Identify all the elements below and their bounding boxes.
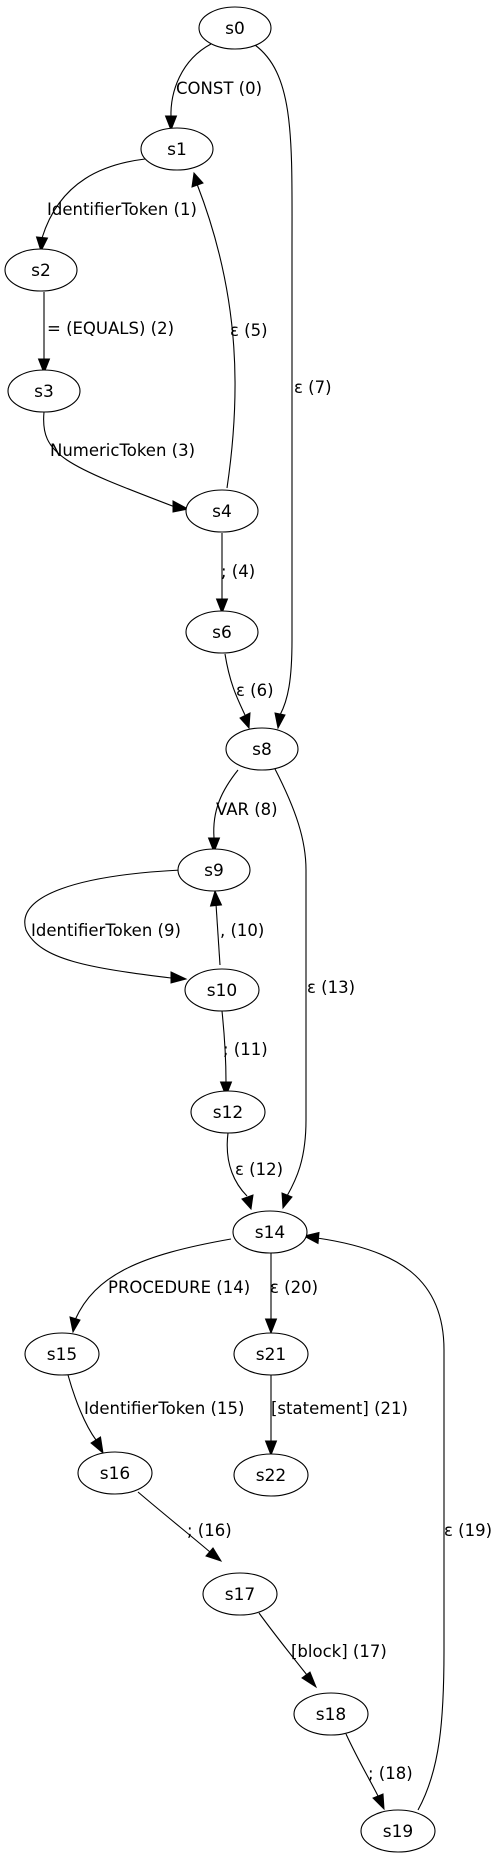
edge-label: ε (19) — [444, 1521, 492, 1540]
edge-label: ε (6) — [236, 681, 274, 700]
node-s8: s8 — [225, 727, 299, 771]
node-label: s1 — [167, 140, 187, 160]
edge-label: , (10) — [220, 921, 264, 940]
edge-label: = (EQUALS) (2) — [47, 319, 174, 338]
node-label: s8 — [252, 740, 272, 760]
node-s19: s19 — [360, 1809, 436, 1853]
edge-s9-s10: IdentifierToken (9) — [24, 869, 188, 984]
node-s1: s1 — [140, 127, 214, 171]
node-label: s21 — [256, 1345, 287, 1365]
node-label: s9 — [204, 861, 224, 881]
edge-s10-s9: , (10) — [209, 889, 264, 966]
node-label: s18 — [316, 1705, 347, 1725]
node-label: s4 — [212, 502, 232, 522]
node-s4: s4 — [185, 489, 259, 533]
edge-label: [statement] (21) — [271, 1399, 408, 1418]
node-label: s0 — [225, 19, 245, 39]
edge-label: IdentifierToken (15) — [84, 1399, 244, 1418]
edge-s10-s12: ; (11) — [219, 1010, 268, 1098]
edge-s0-s1: CONST (0) — [164, 43, 262, 132]
node-s9: s9 — [177, 848, 251, 892]
edge-s12-s14: ε (12) — [226, 1132, 283, 1211]
edge-s6-s8: ε (6) — [224, 653, 274, 730]
node-label: s17 — [225, 1585, 256, 1605]
edge-label: [block] (17) — [291, 1642, 387, 1661]
node-s16: s16 — [77, 1451, 153, 1495]
node-s18: s18 — [293, 1692, 369, 1736]
edge-s19-s14: ε (19) — [302, 1231, 492, 1811]
node-s14: s14 — [232, 1210, 308, 1254]
edge-s3-s4: NumericToken (3) — [43, 411, 195, 513]
node-s0: s0 — [198, 6, 272, 50]
edge-label: NumericToken (3) — [50, 441, 195, 460]
node-s6: s6 — [185, 610, 259, 654]
edge-label: CONST (0) — [176, 79, 262, 98]
node-s10: s10 — [184, 968, 260, 1012]
edge-label: ; (11) — [223, 1040, 268, 1059]
edge-s1-s2: IdentifierToken (1) — [35, 158, 197, 253]
node-label: s16 — [100, 1464, 131, 1484]
node-label: s3 — [34, 382, 54, 402]
edge-label: ε (5) — [230, 321, 268, 340]
edge-s17-s18: [block] (17) — [258, 1612, 387, 1689]
edge-label: ; (18) — [368, 1764, 413, 1783]
edge-s14-s15: PROCEDURE (14) — [69, 1238, 250, 1334]
edge-s4-s1: ε (5) — [191, 171, 268, 489]
edge-label: IdentifierToken (1) — [47, 200, 197, 219]
edge-s0-s8: ε (7) — [254, 44, 332, 730]
edge-s16-s17: ; (16) — [137, 1491, 232, 1562]
edge-label: ε (12) — [235, 1160, 283, 1179]
edge-label: PROCEDURE (14) — [108, 1278, 250, 1297]
node-label: s19 — [383, 1822, 414, 1842]
edge-s18-s19: ; (18) — [345, 1733, 413, 1811]
edge-label: ; (16) — [187, 1521, 232, 1540]
node-label: s6 — [212, 623, 232, 643]
node-label: s10 — [207, 981, 238, 1001]
edge-s2-s3: = (EQUALS) (2) — [37, 292, 174, 375]
node-s3: s3 — [7, 369, 81, 413]
edge-label: IdentifierToken (9) — [31, 921, 181, 940]
node-label: s12 — [213, 1103, 244, 1123]
node-label: s22 — [256, 1466, 287, 1486]
node-label: s15 — [47, 1345, 78, 1365]
node-s22: s22 — [233, 1453, 309, 1497]
node-s15: s15 — [24, 1332, 100, 1376]
edge-s4-s6: ; (4) — [215, 533, 255, 615]
node-s2: s2 — [4, 248, 78, 292]
edge-s15-s16: IdentifierToken (15) — [67, 1374, 244, 1455]
edge-label: ε (13) — [307, 978, 355, 997]
node-s21: s21 — [233, 1332, 309, 1376]
node-s12: s12 — [190, 1090, 266, 1134]
edge-label: ; (4) — [221, 562, 255, 581]
edge-s21-s22: [statement] (21) — [264, 1374, 408, 1457]
edge-label: VAR (8) — [216, 800, 278, 819]
edge-label: ε (20) — [270, 1278, 318, 1297]
node-label: s14 — [255, 1223, 286, 1243]
node-label: s2 — [31, 261, 51, 281]
edge-s8-s9: VAR (8) — [207, 769, 278, 854]
node-s17: s17 — [202, 1572, 278, 1616]
edge-label: ε (7) — [294, 378, 332, 397]
edge-s14-s21: ε (20) — [264, 1253, 318, 1335]
edge-s8-s14: ε (13) — [274, 768, 355, 1210]
